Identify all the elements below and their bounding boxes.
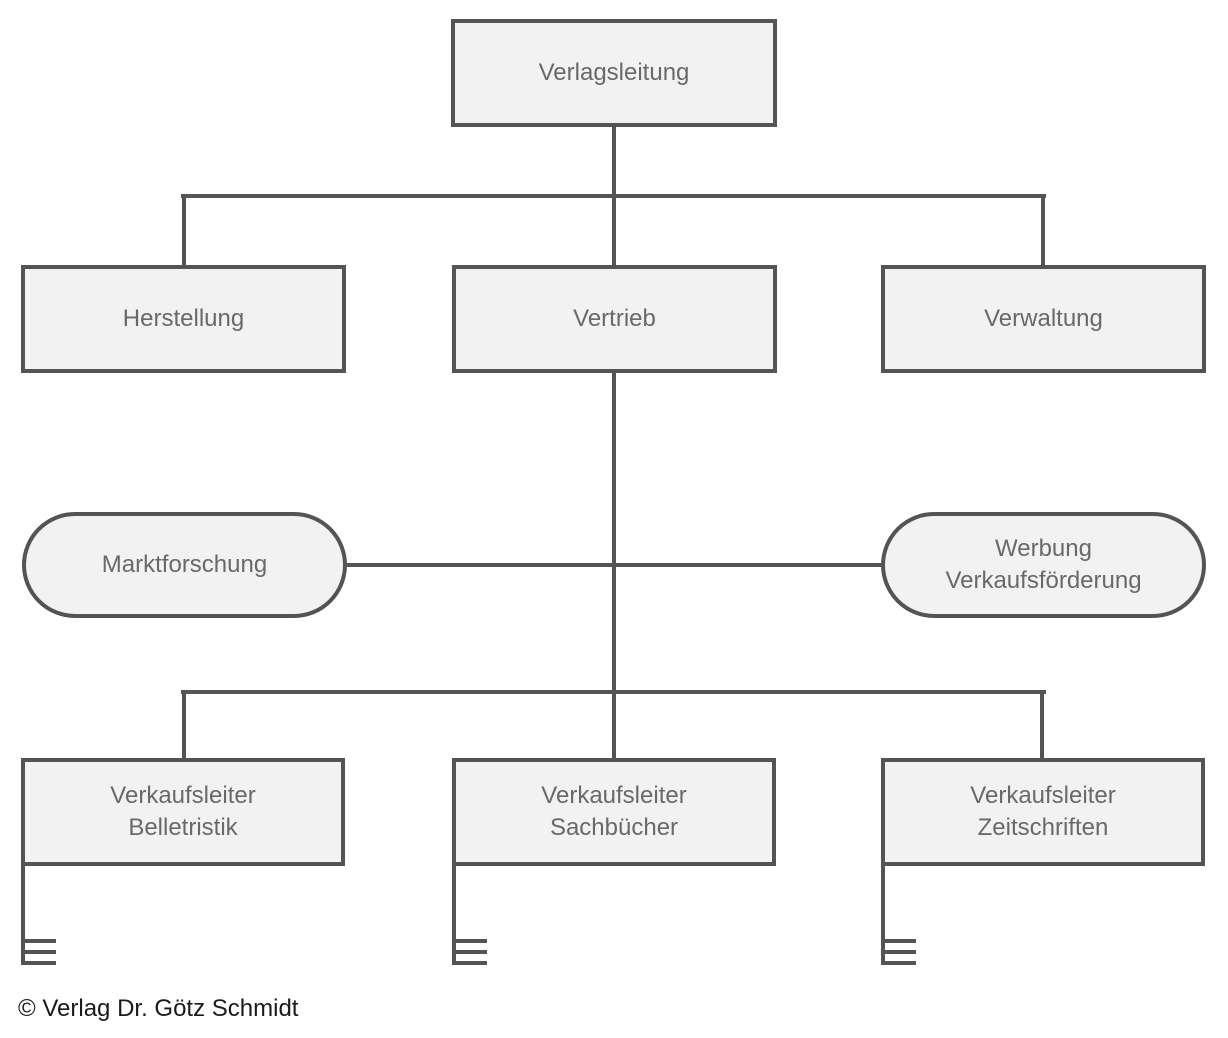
node-verlagsleitung: Verlagsleitung bbox=[451, 19, 777, 127]
indicator-tick bbox=[452, 961, 487, 965]
node-marktforschung: Marktforschung bbox=[22, 512, 347, 618]
connector-staff-units bbox=[347, 563, 881, 567]
node-verwaltung: Verwaltung bbox=[881, 265, 1206, 373]
node-vertrieb: Vertrieb bbox=[452, 265, 777, 373]
node-herstellung: Herstellung bbox=[21, 265, 346, 373]
node-label: Werbung Verkaufsförderung bbox=[945, 535, 1142, 594]
connector-drop-sachbuecher bbox=[612, 690, 616, 758]
node-label: Verwaltung bbox=[984, 305, 1103, 332]
node-label: Verkaufsleiter Sachbücher bbox=[541, 782, 687, 841]
subordinate-units-indicator bbox=[21, 866, 77, 966]
indicator-tick bbox=[452, 950, 487, 954]
connector-drop-herstellung bbox=[182, 194, 186, 265]
node-werbung-verkaufsfoerderung: Werbung Verkaufsförderung bbox=[881, 512, 1206, 618]
node-label: Marktforschung bbox=[101, 551, 268, 578]
node-label: Verkaufsleiter Zeitschriften bbox=[970, 782, 1116, 841]
node-label: Vertrieb bbox=[573, 305, 656, 332]
indicator-stem bbox=[21, 866, 25, 965]
indicator-tick bbox=[881, 961, 916, 965]
indicator-stem bbox=[881, 866, 885, 965]
node-verkaufsleiter-zeitschriften: Verkaufsleiter Zeitschriften bbox=[881, 758, 1205, 866]
indicator-tick bbox=[881, 950, 916, 954]
indicator-stem bbox=[452, 866, 456, 965]
node-verkaufsleiter-belletristik: Verkaufsleiter Belletristik bbox=[21, 758, 345, 866]
connector-drop-verwaltung bbox=[1041, 194, 1045, 265]
indicator-tick bbox=[452, 939, 487, 943]
indicator-tick bbox=[21, 961, 56, 965]
connector-vertrieb-down bbox=[612, 373, 616, 694]
connector-drop-zeitschriften bbox=[1040, 690, 1044, 758]
node-label: Herstellung bbox=[122, 305, 245, 332]
indicator-tick bbox=[881, 939, 916, 943]
connector-drop-belletristik bbox=[182, 690, 186, 758]
copyright-notice: © Verlag Dr. Götz Schmidt bbox=[18, 995, 299, 1022]
indicator-tick bbox=[21, 939, 56, 943]
connector-root-down bbox=[612, 127, 616, 198]
indicator-tick bbox=[21, 950, 56, 954]
subordinate-units-indicator bbox=[881, 866, 937, 966]
node-label: Verkaufsleiter Belletristik bbox=[110, 782, 256, 841]
node-verkaufsleiter-sachbuecher: Verkaufsleiter Sachbücher bbox=[452, 758, 776, 866]
connector-drop-vertrieb bbox=[612, 194, 616, 265]
node-label: Verlagsleitung bbox=[538, 59, 690, 86]
subordinate-units-indicator bbox=[452, 866, 508, 966]
